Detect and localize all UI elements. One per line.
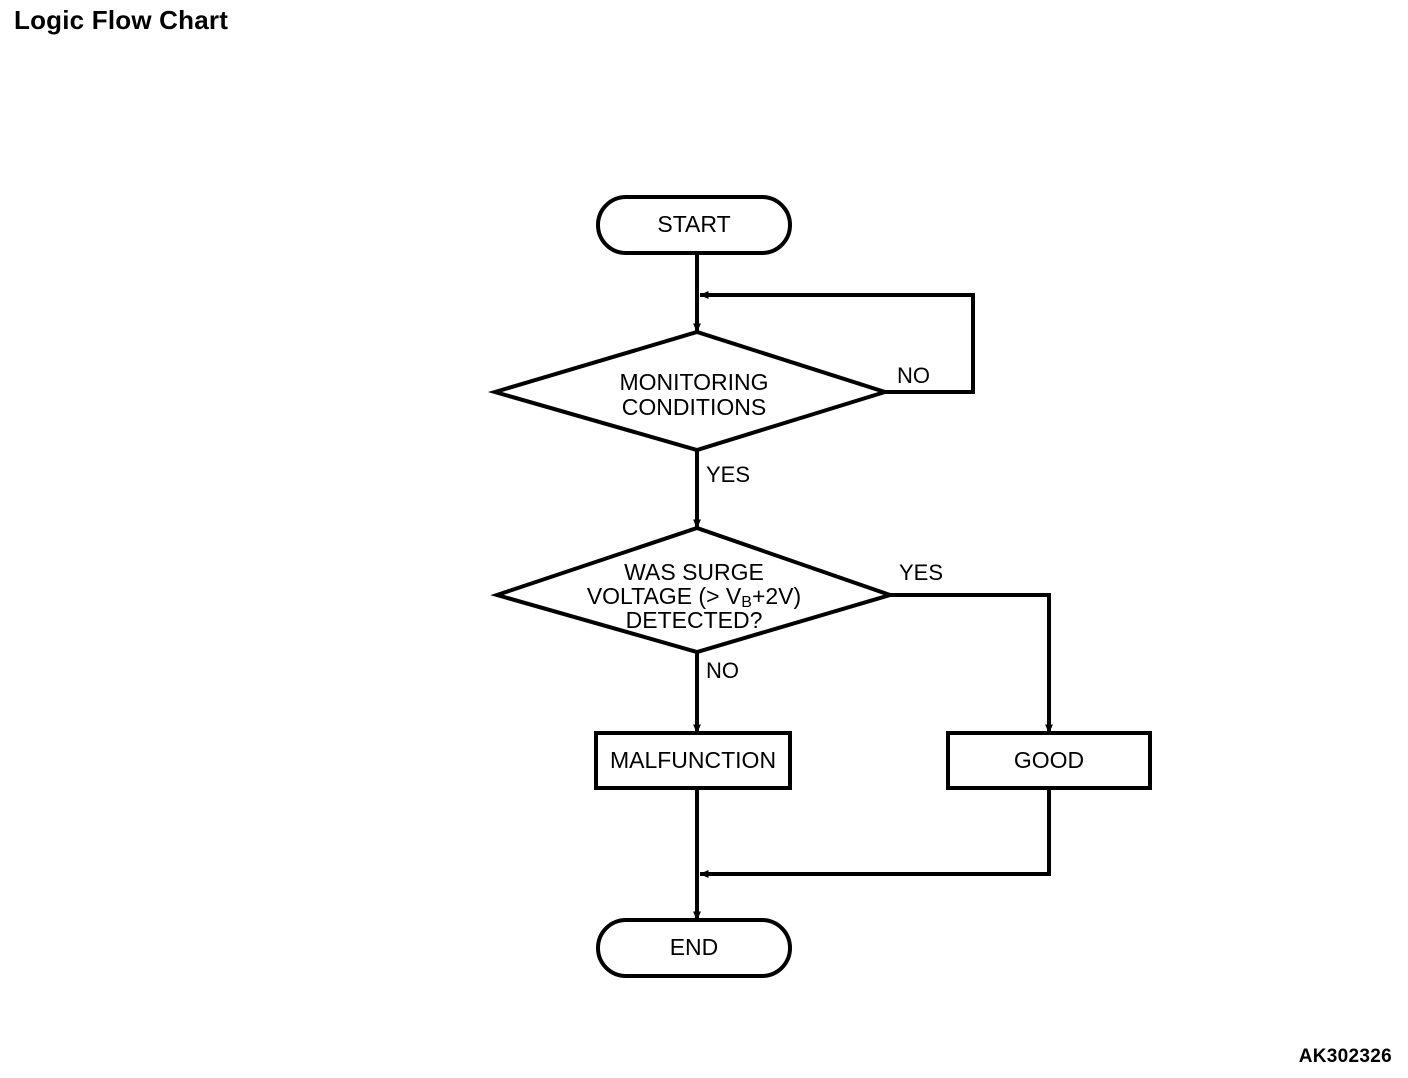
monitoring-conditions-label-line1: MONITORING <box>619 369 768 395</box>
surge-voltage-label-line3: DETECTED? <box>626 607 763 633</box>
surge-voltage-label-line1: WAS SURGE <box>624 559 764 585</box>
monitoring-conditions-label-line2: CONDITIONS <box>622 394 766 420</box>
monitoring-conditions-shape <box>487 329 892 453</box>
edge-good-to-end <box>699 788 1051 878</box>
node-malfunction[interactable]: MALFUNCTION <box>594 731 792 790</box>
branch-label-surge-yes: YES <box>899 560 943 585</box>
node-start[interactable]: START <box>596 195 792 255</box>
edge-surge-yes-to-good <box>890 593 1053 734</box>
figure-code: AK302326 <box>1298 1046 1392 1067</box>
end-shape <box>596 918 792 978</box>
page-title: Logic Flow Chart <box>14 5 229 35</box>
branch-label-surge-no: NO <box>706 658 739 683</box>
start-shape <box>596 195 792 255</box>
end-label: END <box>670 934 719 960</box>
node-good[interactable]: GOOD <box>946 731 1152 790</box>
edge-monitoring-no-loopback <box>699 291 975 394</box>
good-shape <box>946 731 1152 790</box>
node-end[interactable]: END <box>596 918 792 978</box>
surge-line2-subscript: B <box>741 594 752 611</box>
branch-label-monitoring-no: NO <box>897 363 930 388</box>
surge-line2-suffix: +2V) <box>752 583 801 609</box>
surge-line2-prefix: VOLTAGE (> V <box>587 583 742 609</box>
start-label: START <box>657 211 730 237</box>
malfunction-label: MALFUNCTION <box>610 747 776 773</box>
good-label: GOOD <box>1014 747 1084 773</box>
node-surge-voltage-check[interactable]: WAS SURGE VOLTAGE (> VB+2V) DETECTED? <box>490 525 897 655</box>
surge-voltage-check-shape <box>490 525 897 655</box>
node-monitoring-conditions[interactable]: MONITORING CONDITIONS <box>487 329 892 453</box>
malfunction-shape <box>594 731 792 790</box>
branch-label-monitoring-yes: YES <box>706 462 750 487</box>
surge-voltage-label-line2: VOLTAGE (> VB+2V) <box>587 583 801 611</box>
